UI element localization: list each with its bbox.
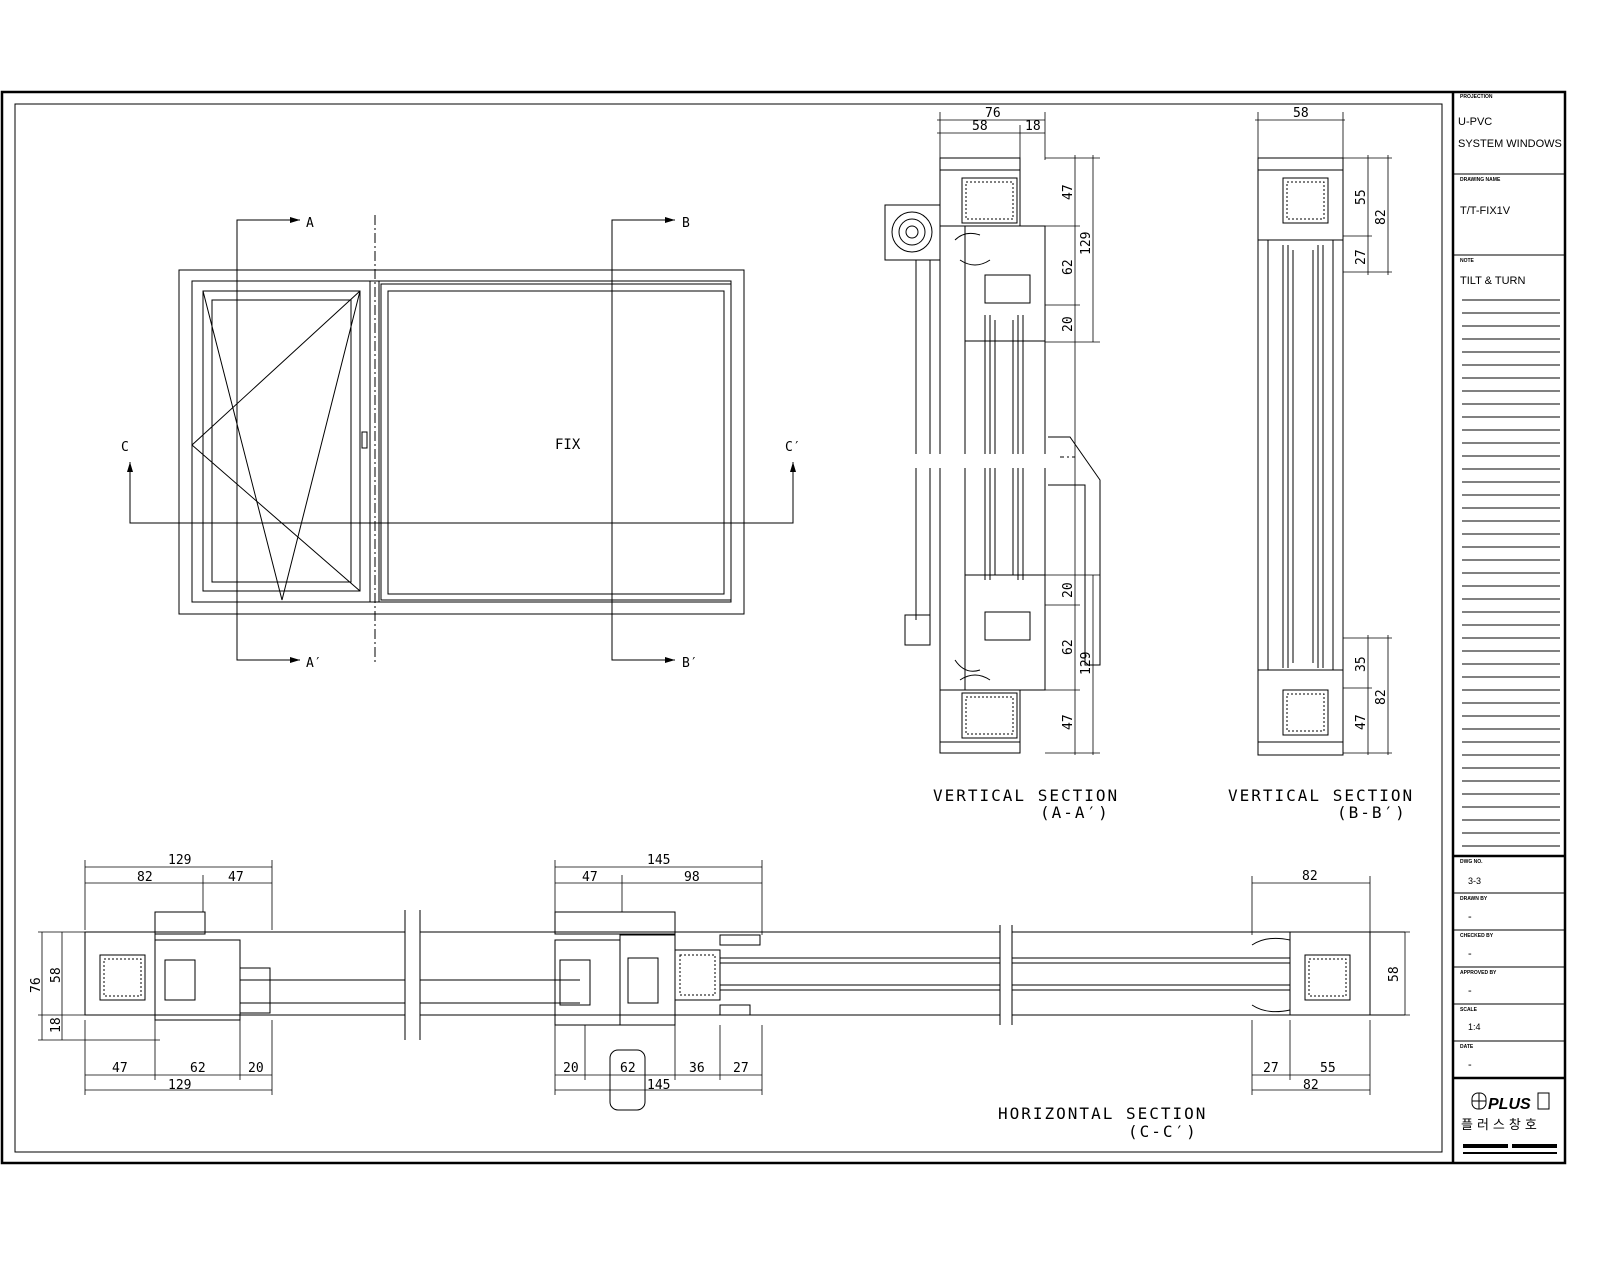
dim: 98	[684, 870, 700, 885]
section-b-label: B	[682, 216, 690, 231]
turn-indicator	[191, 290, 361, 592]
dim-top-58: 58	[972, 119, 988, 134]
section-title: HORIZONTAL SECTION	[998, 1104, 1207, 1123]
checked-by-label: CHECKED BY	[1460, 933, 1494, 939]
section-subtitle: (C-C′)	[1128, 1122, 1198, 1141]
dim-right: 20	[1061, 316, 1076, 332]
tilt-indicator	[202, 290, 361, 601]
dim: 76	[29, 977, 44, 993]
fixed-pane	[380, 283, 732, 601]
dim: 82	[1303, 1078, 1319, 1093]
section-a-label: A	[306, 216, 314, 231]
section-c-label: C	[121, 440, 129, 455]
section-subtitle: (A-A′)	[1040, 803, 1110, 822]
vertical-section-a: 76 58 18 47 129 62 20 20 62 129 47 VERTI…	[880, 106, 1119, 822]
section-title: VERTICAL SECTION	[1228, 786, 1414, 805]
company-name-korean: 플러스창호	[1461, 1118, 1541, 1133]
scale-label: SCALE	[1460, 1007, 1478, 1013]
drawn-by-label: DRAWN BY	[1460, 896, 1488, 902]
handle-icon	[361, 431, 368, 449]
section-c-prime-label: C′	[785, 440, 801, 455]
dim: 20	[248, 1061, 264, 1076]
dim: 47	[228, 870, 244, 885]
projection-line1: U-PVC	[1458, 116, 1492, 128]
handle-icon	[1048, 436, 1101, 666]
dim-right: 129	[1079, 232, 1094, 255]
dim: 27	[733, 1061, 749, 1076]
drawing-name: T/T-FIX1V	[1460, 205, 1511, 217]
dim-top-76: 76	[985, 106, 1001, 121]
dim-right: 129	[1079, 652, 1094, 675]
handle-icon	[609, 1049, 646, 1111]
dim: 47	[112, 1061, 128, 1076]
company-logo: PLUS 플러스창호	[1461, 1092, 1557, 1154]
dim-right: 47	[1061, 184, 1076, 200]
dim: 20	[563, 1061, 579, 1076]
tilt-turn-sash	[202, 290, 361, 592]
dim: 58	[49, 967, 64, 983]
dim-right: 82	[1374, 689, 1389, 705]
section-a-prime-label: A′	[306, 656, 322, 671]
dim: 129	[168, 1078, 191, 1093]
dwg-no: 3-3	[1468, 876, 1481, 886]
drawing-name-label: DRAWING NAME	[1460, 177, 1501, 183]
dim-right: 62	[1061, 639, 1076, 655]
dim: 55	[1320, 1061, 1336, 1076]
section-b-prime-label: B′	[682, 656, 698, 671]
window-elevation: A A′ B B′ C C′ FIX	[121, 215, 801, 671]
date-label: DATE	[1460, 1044, 1474, 1050]
dim: 82	[137, 870, 153, 885]
dim-right: 35	[1354, 656, 1369, 672]
dim-right: 82	[1374, 209, 1389, 225]
title-block: PROJECTION U-PVC SYSTEM WINDOWS DRAWING …	[1453, 94, 1565, 1154]
dim-top-18: 18	[1025, 119, 1041, 134]
dim-top-58: 58	[1293, 106, 1309, 121]
logo-text: PLUS	[1488, 1096, 1531, 1113]
horizontal-section-c: 129 82 47 76 58 18 47 62 20 129 145 47 9…	[29, 853, 1410, 1141]
dim: 47	[582, 870, 598, 885]
dim: 27	[1263, 1061, 1279, 1076]
dim: 62	[620, 1061, 636, 1076]
dim: 18	[49, 1017, 64, 1033]
dim-right: 47	[1354, 714, 1369, 730]
checked-by: -	[1468, 948, 1472, 960]
dim: 145	[647, 853, 670, 868]
vertical-section-b: 58 55 82 27 35 82 47 VERTICAL SECTION (B…	[1228, 106, 1414, 822]
approved-by-label: APPROVED BY	[1460, 970, 1497, 976]
projection-label: PROJECTION	[1460, 94, 1493, 100]
approved-by: -	[1468, 985, 1472, 997]
drawn-by: -	[1468, 911, 1472, 923]
dim: 129	[168, 853, 191, 868]
dim-right: 47	[1061, 714, 1076, 730]
dim-right: 27	[1354, 249, 1369, 265]
dim-right: 20	[1061, 582, 1076, 598]
dim-right: 55	[1354, 189, 1369, 205]
section-title: VERTICAL SECTION	[933, 786, 1119, 805]
dim: 62	[190, 1061, 206, 1076]
dim: 36	[689, 1061, 705, 1076]
dwg-no-label: DWG NO.	[1460, 859, 1483, 865]
dim: 82	[1302, 869, 1318, 884]
sheet-border	[0, 90, 1567, 1165]
dim: 58	[1387, 966, 1402, 982]
dim-right: 62	[1061, 259, 1076, 275]
projection-line2: SYSTEM WINDOWS	[1458, 138, 1562, 150]
dim: 145	[647, 1078, 670, 1093]
scale-value: 1:4	[1468, 1022, 1481, 1032]
fix-label: FIX	[555, 437, 581, 453]
note-label: NOTE	[1460, 258, 1475, 264]
note-text: TILT & TURN	[1460, 275, 1525, 287]
date-value: -	[1468, 1059, 1472, 1071]
section-subtitle: (B-B′)	[1337, 803, 1407, 822]
